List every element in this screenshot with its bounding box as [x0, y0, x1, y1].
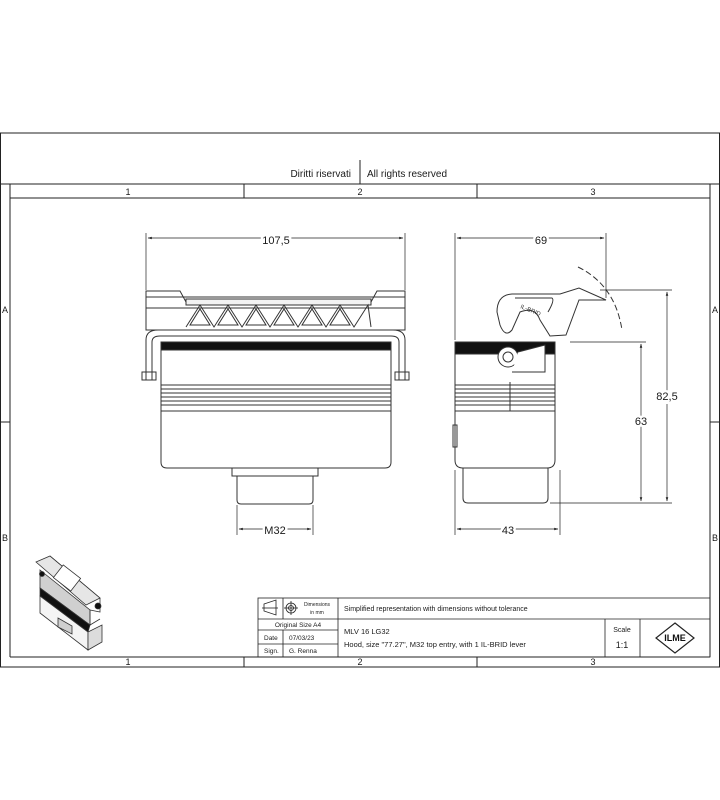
- grid-labels: 1 2 3 1 2 3 A A B B: [2, 187, 718, 667]
- date-value: 07/03/23: [289, 635, 315, 642]
- isometric-view-drawing: [35, 555, 103, 651]
- original-size-label: Original Size A4: [275, 622, 322, 629]
- projection-symbol-icon: [262, 599, 298, 616]
- dim-front-width: 107,5: [262, 235, 290, 247]
- col-label-3-top: 3: [590, 187, 595, 197]
- part-code: MLV 16 LG32: [344, 627, 390, 636]
- rights-reserved-en: All rights reserved: [367, 169, 447, 180]
- sign-value: G. Renna: [289, 648, 317, 655]
- front-dimension-lines: [145, 233, 406, 535]
- row-label-a-left: A: [2, 305, 8, 315]
- col-label-3-bottom: 3: [590, 657, 595, 667]
- col-label-1-top: 1: [125, 187, 130, 197]
- dimensions-label: Dimensions: [304, 602, 331, 608]
- dim-side-width: 69: [535, 235, 547, 247]
- ilme-logo-text: ILME: [664, 633, 686, 643]
- col-label-2-top: 2: [357, 187, 362, 197]
- row-label-a-right: A: [712, 305, 718, 315]
- row-label-b-left: B: [2, 533, 8, 543]
- dim-front-thread: M32: [264, 525, 285, 537]
- col-label-2-bottom: 2: [357, 657, 362, 667]
- side-view-drawing: IL-BRID: [452, 266, 623, 504]
- rights-reserved-it: Diritti riservati: [290, 169, 351, 180]
- dim-side-base-width: 43: [502, 525, 514, 537]
- ilme-logo: ILME: [655, 622, 695, 654]
- dim-side-height-total: 82,5: [656, 391, 677, 403]
- scale-label: Scale: [613, 627, 631, 634]
- title-block: [257, 597, 711, 658]
- row-label-b-right: B: [712, 533, 718, 543]
- side-dimension-lines: [454, 233, 672, 535]
- col-label-1-bottom: 1: [125, 657, 130, 667]
- sign-label: Sign.: [264, 648, 279, 655]
- sheet-frame: [0, 132, 720, 668]
- dimensions-unit-label: in mm: [310, 610, 324, 616]
- date-label: Date: [264, 635, 278, 642]
- front-view-drawing: [141, 290, 410, 505]
- dim-side-height-body: 63: [635, 416, 647, 428]
- part-description: Hood, size "77.27", M32 top entry, with …: [344, 640, 526, 649]
- scale-value: 1:1: [616, 640, 629, 650]
- tolerance-note: Simplified representation with dimension…: [344, 606, 528, 613]
